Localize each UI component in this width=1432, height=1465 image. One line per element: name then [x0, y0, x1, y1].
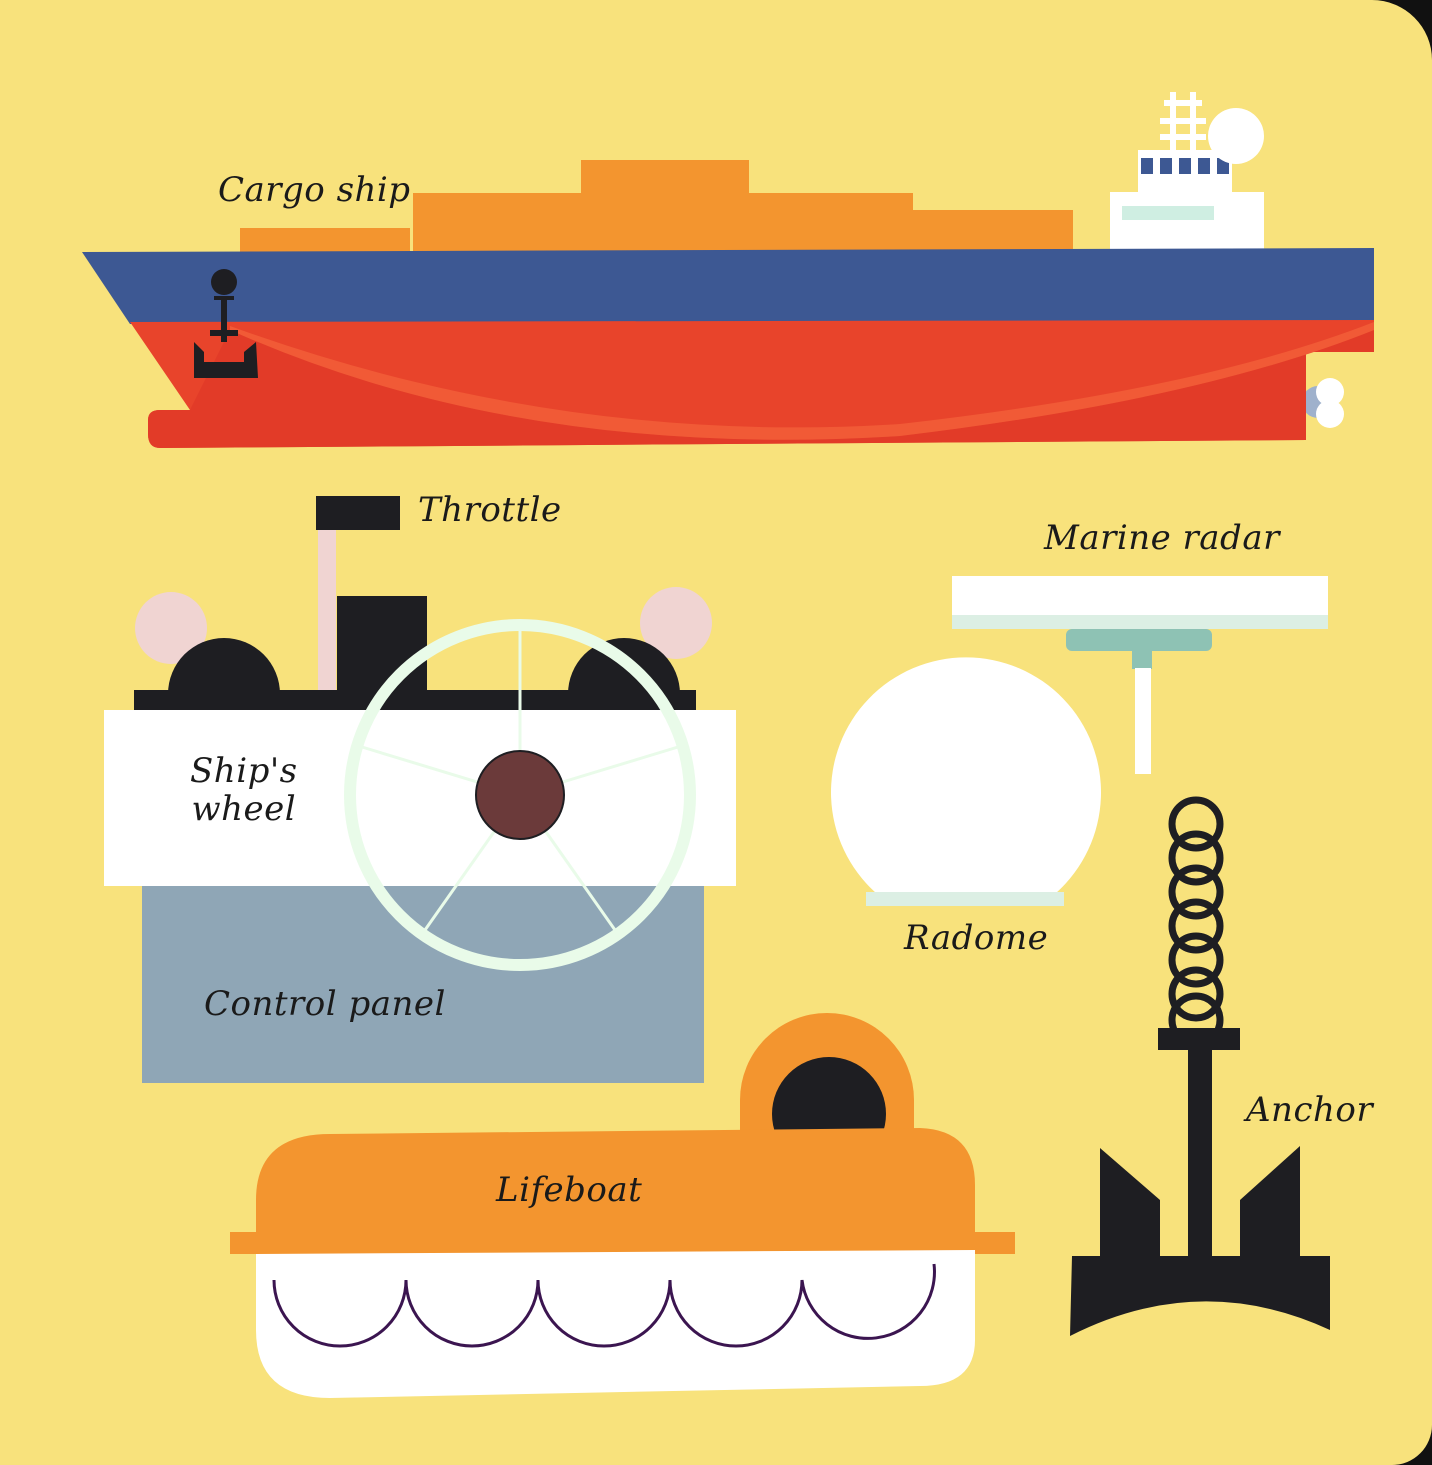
label-cargo-ship: Cargo ship: [218, 170, 411, 210]
label-ships-wheel: Ship's wheel: [190, 752, 298, 828]
marine-radar: [952, 576, 1328, 774]
lifeboat: [230, 1013, 1015, 1398]
throttle-lever: [318, 530, 336, 694]
throttle-handle: [316, 496, 400, 530]
label-marine-radar: Marine radar: [1044, 518, 1280, 558]
rope-loops: [272, 1263, 936, 1348]
ships-wheel-icon: [344, 619, 696, 971]
cargo-block: [581, 160, 749, 195]
control-panel: [142, 880, 704, 1083]
anchor-body: [1070, 1028, 1330, 1336]
console-top: [134, 690, 696, 712]
label-radome: Radome: [904, 918, 1049, 958]
hull-stripe: [82, 248, 1374, 324]
console-body: [104, 710, 736, 886]
bridge-window: [1141, 158, 1153, 174]
ship-bridge: [1110, 192, 1264, 252]
radome: [831, 657, 1101, 906]
cargo-ship: [82, 92, 1374, 448]
label-ships-wheel-line1: Ship's: [190, 751, 298, 791]
cargo-block: [913, 210, 1073, 252]
knob-left: [135, 592, 207, 664]
label-ships-wheel-line2: wheel: [191, 789, 297, 829]
bridge-window-band: [1122, 206, 1214, 220]
knob-right: [640, 587, 712, 659]
label-throttle: Throttle: [418, 490, 562, 530]
label-control-panel: Control panel: [204, 984, 446, 1024]
cargo-block: [413, 193, 913, 252]
label-anchor: Anchor: [1246, 1090, 1374, 1130]
hull-anchor-icon: [194, 269, 258, 378]
cargo-block: [240, 228, 410, 252]
control-console: [104, 496, 736, 1083]
radar-dome: [1208, 108, 1264, 164]
anchor-icon: [1168, 796, 1224, 1048]
label-lifeboat: Lifeboat: [496, 1170, 643, 1210]
